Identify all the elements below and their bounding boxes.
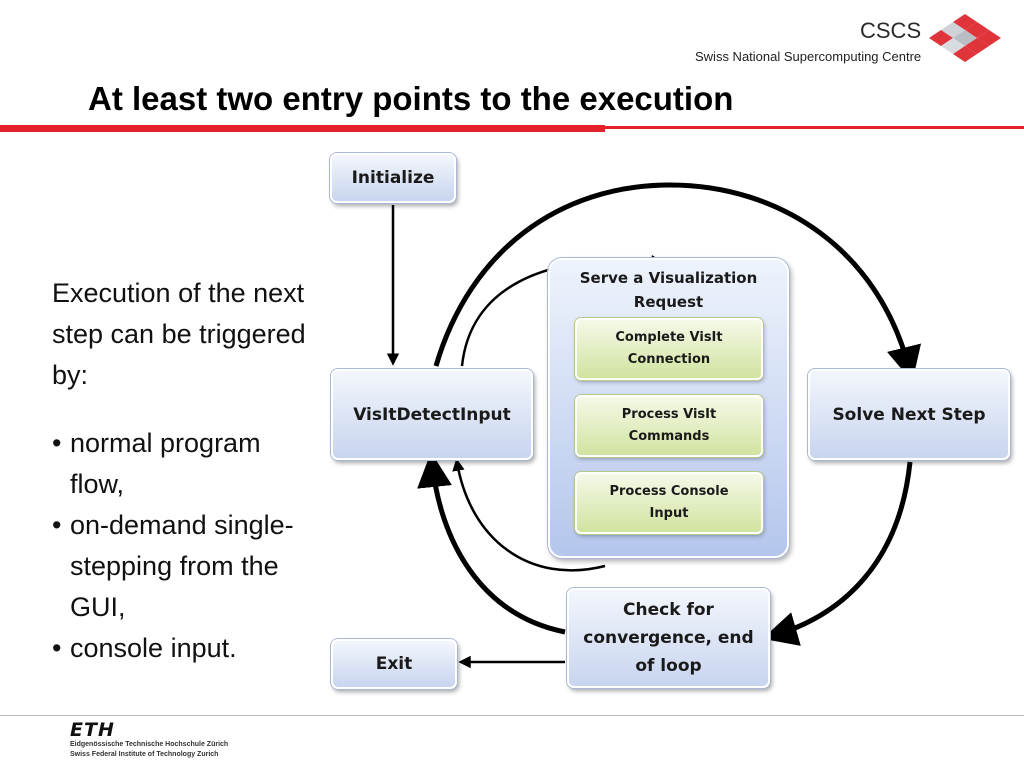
cscs-logo [929, 14, 1001, 62]
solve-next-step-label: Solve Next Step [832, 404, 986, 425]
arrow-visit-to-solve [433, 182, 922, 382]
slide-title: At least two entry points to the executi… [88, 80, 734, 117]
eth-name-english: Swiss Federal Institute of Technology Zu… [70, 751, 219, 758]
arrow-solve-to-check [762, 461, 913, 646]
check-convergence-box: Check for convergence, end of loop [567, 588, 770, 688]
visit-detect-input-label: VisItDetectInput [353, 404, 511, 425]
process-console-input-box: Process Console Input [575, 472, 763, 534]
cscs-logo-cubes [929, 14, 1001, 62]
org-full-name: Swiss National Supercomputing Centre [695, 49, 922, 64]
process-visit-commands-box: Process VisIt Commands [575, 395, 763, 457]
eth-logo: ETH [70, 719, 115, 741]
solve-next-step-box: Solve Next Step [808, 369, 1010, 460]
arrow-serve-to-visit [452, 458, 606, 572]
intro-text: Execution of the next step can be trigge… [52, 278, 306, 390]
complete-visit-connection-label: Complete VisIt Connection [615, 330, 723, 367]
explanation-text: Execution of the next step can be trigge… [52, 273, 314, 669]
initialize-label: Initialize [351, 168, 435, 188]
trigger-item: normal program flow, [52, 423, 314, 505]
visit-detect-input-box: VisItDetectInput [331, 369, 533, 460]
initialize-box: Initialize [330, 153, 456, 203]
footer-divider [0, 715, 1024, 716]
trigger-item: on-demand single-stepping from the GUI, [52, 505, 314, 628]
eth-name-german: Eidgenössische Technische Hochschule Zür… [70, 741, 229, 748]
org-short-name: CSCS [860, 18, 922, 43]
serve-visualization-request-title: Serve a Visualization Request [579, 269, 758, 311]
trigger-item: console input. [52, 628, 314, 669]
title-underline [0, 125, 605, 132]
check-convergence-label: Check for convergence, end of loop [583, 600, 754, 676]
arrow-check-to-visit [417, 452, 566, 635]
process-visit-commands-label: Process VisIt Commands [621, 407, 717, 444]
exit-label: Exit [375, 654, 413, 674]
exit-box: Exit [331, 639, 457, 689]
serve-visualization-request-box: Serve a Visualization Request Complete V… [548, 258, 789, 558]
complete-visit-connection-box: Complete VisIt Connection [575, 318, 763, 380]
process-console-input-label: Process Console Input [609, 484, 729, 521]
title-underline-thin [605, 126, 1024, 129]
trigger-list: normal program flow, on-demand single-st… [52, 423, 314, 669]
